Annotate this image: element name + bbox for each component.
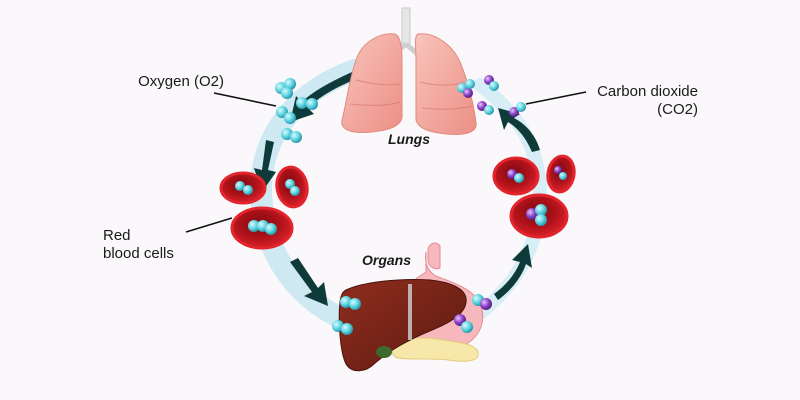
oxygen-molecule [248,220,277,235]
right-lung [415,33,477,135]
co2-molecules [454,75,567,333]
pancreas [391,337,479,362]
co2-label-line1: Carbon dioxide [597,83,698,100]
co2-label: Carbon dioxide (CO2) [578,83,698,119]
oxygen-label: Oxygen (O2) [106,73,224,91]
liver [338,279,467,372]
oxygen-molecule [275,78,296,99]
co2-molecule [454,314,473,333]
lung-lobe-lines [349,79,473,110]
co2-label-line2: (CO2) [657,101,698,118]
lungs-label-text: Lungs [388,131,430,147]
arrow-lungs-to-cells [290,72,354,122]
rbc-label: Red blood cells [103,227,203,263]
arrow-to-lungs [498,108,540,152]
oxygen-molecule [332,320,353,335]
oxygen-molecule [276,106,296,124]
oxygen-molecule [235,181,253,195]
organs-label: Organs [362,251,411,269]
co2-molecule [509,102,526,117]
co2-molecule [554,166,567,180]
co2-molecule [457,79,475,98]
co2-molecule [484,75,499,91]
rbc-label-line2: blood cells [103,245,174,262]
gallbladder [376,346,392,358]
oxygen-molecule [285,179,300,196]
co2-molecule [507,169,524,183]
esophagus [427,242,441,270]
lungs [341,33,477,135]
co2-leader-line [525,91,587,105]
oxygen-leader-line [213,92,277,107]
co2-molecule [526,204,547,226]
oxygen-molecules [235,78,361,335]
oxygen-molecule [296,97,318,110]
oxygen-molecule [281,128,302,143]
rbc-leader-line [185,217,233,233]
rbc-label-line1: Red [103,227,131,244]
lungs-label: Lungs [388,130,430,148]
co2-molecule [472,294,492,310]
oxygen-molecule [340,296,361,310]
flow-arrows [254,72,540,306]
oxygen-label-text: Oxygen (O2) [138,73,224,90]
arrow-organs-up [494,244,532,300]
arrow-to-organs [290,258,328,306]
leader-lines [185,91,587,233]
trachea [401,7,411,47]
co2-molecule [477,101,494,115]
organs-label-text: Organs [362,252,412,268]
